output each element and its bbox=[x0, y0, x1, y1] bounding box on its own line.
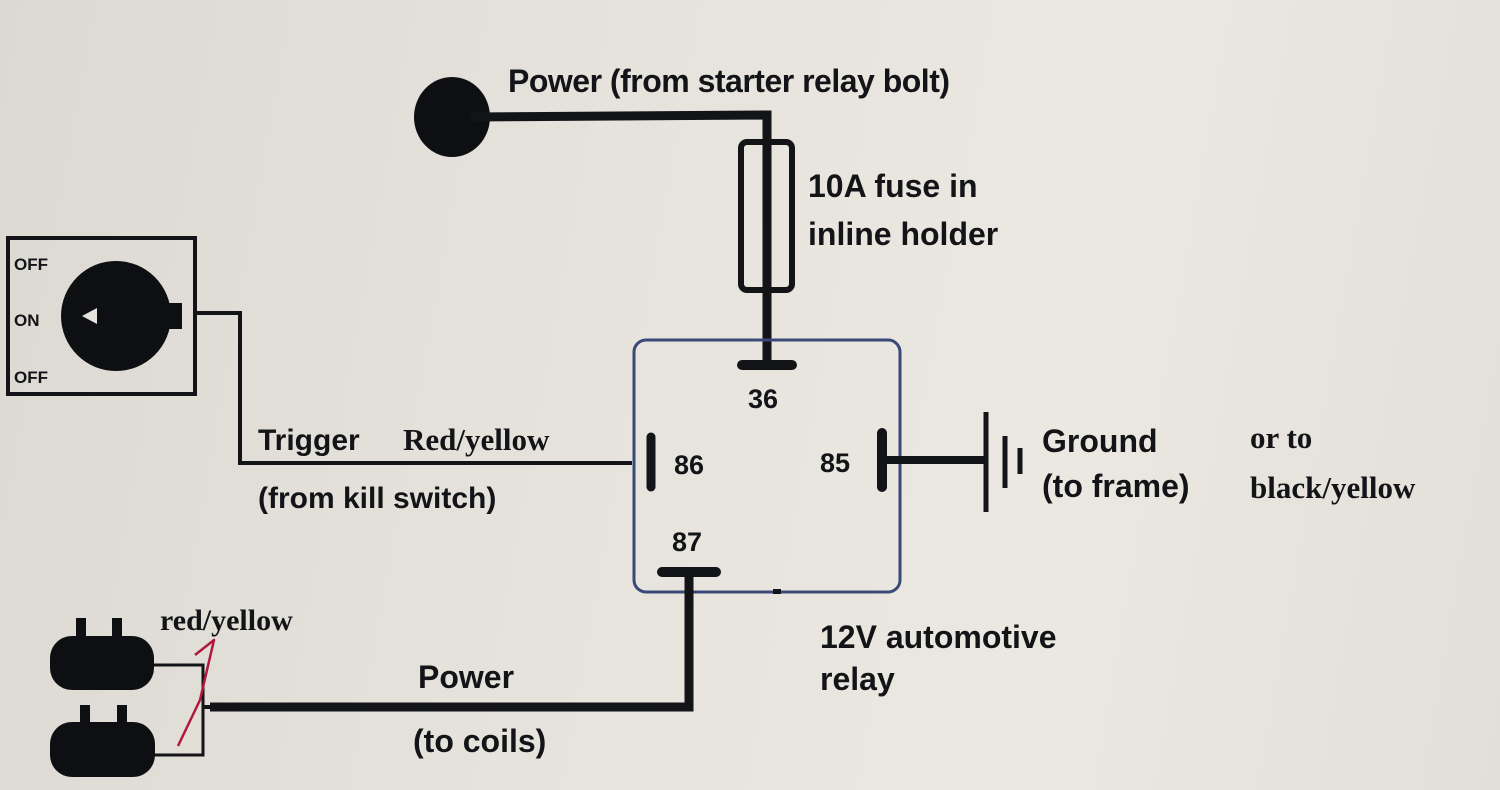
trigger-label: Trigger bbox=[258, 424, 360, 457]
coil-2-post-right bbox=[117, 705, 127, 727]
relay: 36 86 85 87 12V automotive relay bbox=[632, 338, 1057, 697]
power-terminal-icon bbox=[414, 77, 490, 157]
relay-body bbox=[632, 338, 902, 594]
pin-85-label: 85 bbox=[820, 448, 850, 478]
trigger-color-label: Red/yellow bbox=[403, 422, 550, 457]
coil-output-group: Power (to coils) red/yellow bbox=[50, 572, 694, 777]
kill-switch: OFF ON OFF Trigger Red/yellow (from kill… bbox=[6, 236, 632, 515]
coil-wire-color-label: red/yellow bbox=[160, 604, 293, 637]
fuse-label-line2: inline holder bbox=[808, 216, 998, 252]
trigger-source-label: (from kill switch) bbox=[258, 482, 496, 515]
relay-label-line1: 12V automotive bbox=[820, 619, 1057, 655]
power-source-group: Power (from starter relay bolt) bbox=[414, 63, 950, 157]
handwritten-annotation-mark bbox=[176, 638, 216, 747]
trigger-wire bbox=[195, 311, 632, 465]
coil-2-icon bbox=[50, 722, 155, 777]
coil-1-icon bbox=[50, 636, 154, 690]
relay-notch bbox=[773, 589, 781, 594]
coil-branch-wire bbox=[154, 663, 205, 757]
switch-knob-tab bbox=[160, 303, 182, 329]
power-out-label-line1: Power bbox=[418, 659, 514, 695]
coil-1-post-left bbox=[76, 618, 86, 640]
pin-87-label: 87 bbox=[672, 527, 702, 557]
switch-position-off-top: OFF bbox=[14, 255, 48, 274]
switch-knob-icon bbox=[61, 261, 171, 371]
alt-ground-label-line1: or to bbox=[1250, 420, 1312, 455]
ground-group: Ground (to frame) or to black/yellow bbox=[882, 412, 1416, 512]
coil-1-post-right bbox=[112, 618, 122, 640]
ground-label-line1: Ground bbox=[1042, 423, 1158, 459]
power-feed-wire bbox=[469, 110, 772, 145]
alt-ground-label-line2: black/yellow bbox=[1250, 470, 1416, 505]
coil-power-wire bbox=[210, 572, 694, 712]
switch-pointer-icon bbox=[82, 308, 97, 324]
power-source-label: Power (from starter relay bolt) bbox=[508, 63, 950, 99]
switch-position-on: ON bbox=[14, 311, 40, 330]
fuse-label-line1: 10A fuse in bbox=[808, 168, 978, 204]
inline-fuse: 10A fuse in inline holder bbox=[738, 139, 998, 365]
kill-switch-housing bbox=[6, 236, 197, 396]
ground-label-line2: (to frame) bbox=[1042, 468, 1190, 504]
relay-label-line2: relay bbox=[820, 661, 895, 697]
power-out-label-line2: (to coils) bbox=[413, 723, 546, 759]
pin-86-label: 86 bbox=[674, 450, 704, 480]
pin-36-label: 36 bbox=[748, 384, 778, 414]
coil-2-post-left bbox=[80, 705, 90, 727]
switch-position-off-bottom: OFF bbox=[14, 368, 48, 387]
